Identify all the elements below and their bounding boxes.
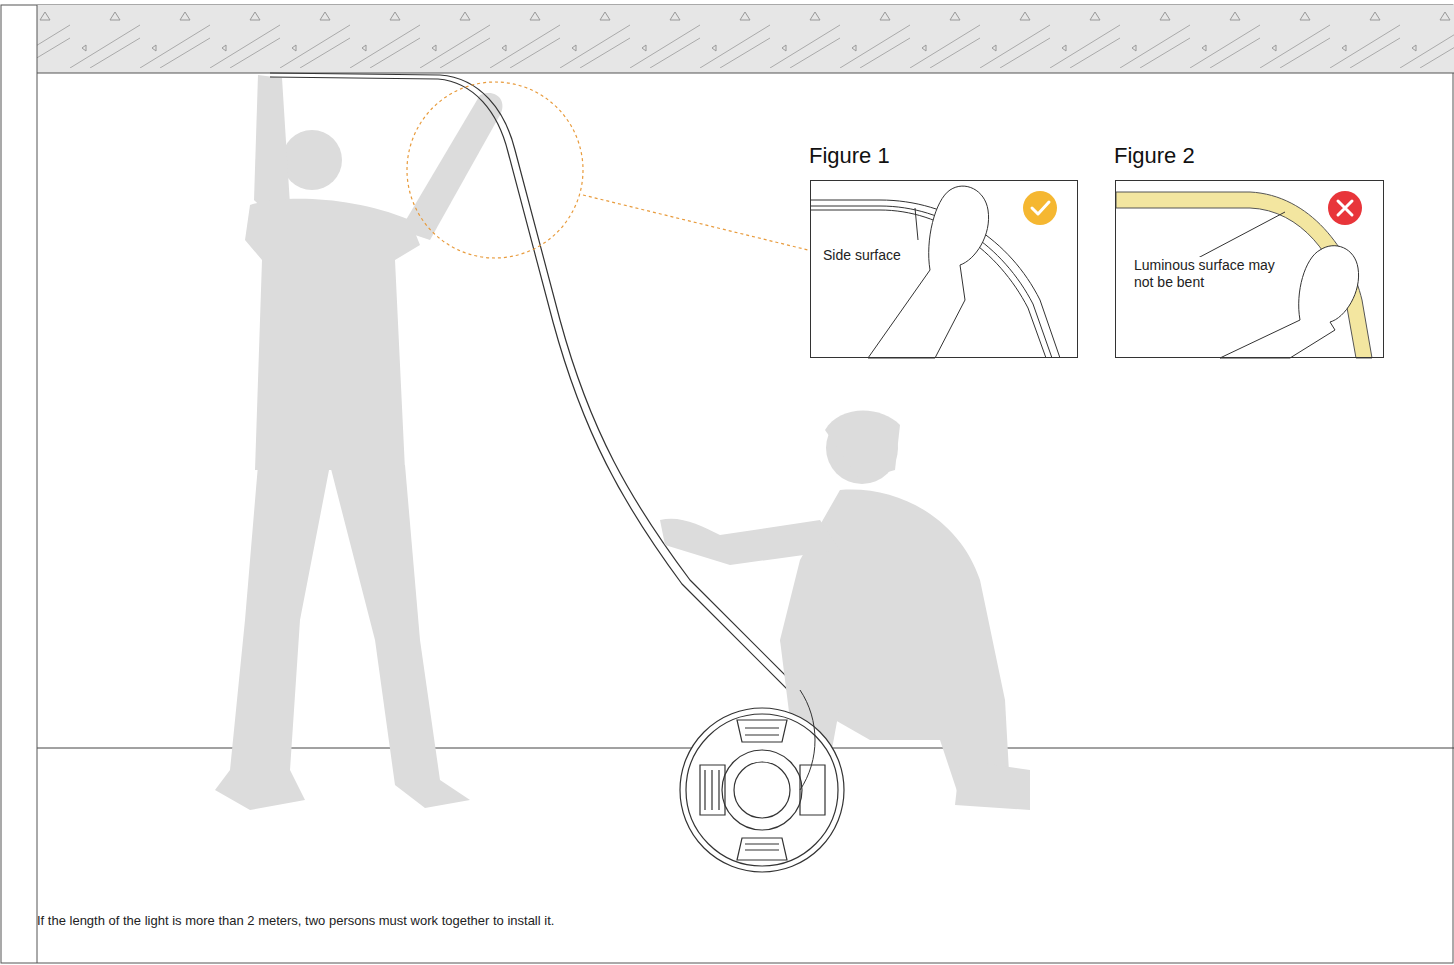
strip-light (270, 73, 810, 706)
zoom-circle (407, 82, 583, 258)
figure-panel: Figure 2Luminous surface may not be bent (1115, 180, 1384, 358)
figure-title: Figure 1 (809, 143, 890, 169)
zoom-leader (583, 195, 808, 250)
figure-title: Figure 2 (1114, 143, 1195, 169)
frame (1, 5, 1453, 963)
surface-label: Luminous surface may not be bent (1132, 257, 1296, 291)
cable-reel (680, 708, 844, 872)
figure-panel: Figure 1Side surface (810, 180, 1078, 358)
surface-label: Side surface (821, 247, 903, 264)
standing-person (215, 75, 502, 810)
figure1-art (811, 186, 1060, 358)
caption: If the length of the light is more than … (37, 913, 554, 928)
ceiling (37, 5, 1454, 73)
figure2-art (1116, 191, 1372, 358)
strip-end (800, 690, 815, 790)
